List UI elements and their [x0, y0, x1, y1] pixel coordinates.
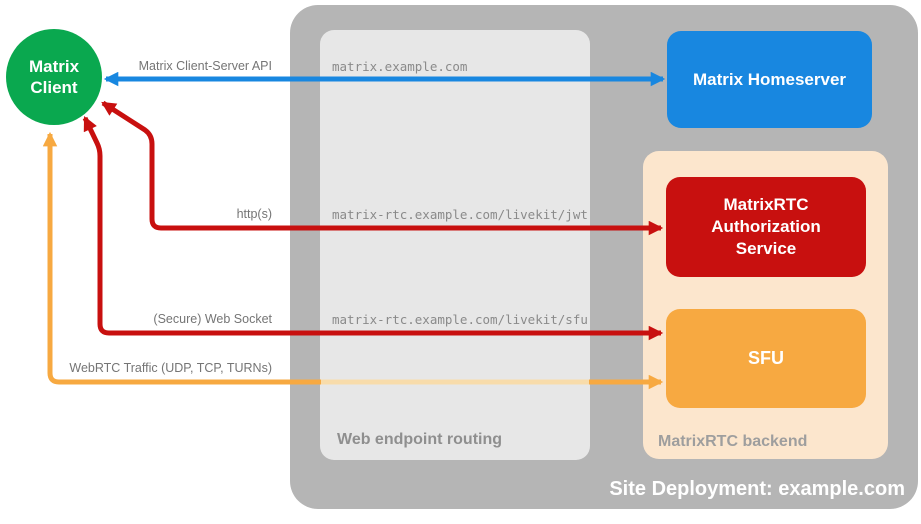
web-endpoint-routing-panel — [320, 30, 590, 460]
site-deployment-title: Site Deployment: example.com — [609, 478, 905, 500]
matrix-homeserver-node: Matrix Homeserver — [667, 31, 872, 128]
matrix-client-label-line1: Matrix — [28, 57, 80, 76]
web-endpoint-routing-label: Web endpoint routing — [337, 431, 503, 448]
matrix-client-node: Matrix Client — [6, 29, 102, 125]
endpoint-livekit-jwt: matrix-rtc.example.com/livekit/jwt — [332, 207, 588, 222]
endpoint-livekit-sfu: matrix-rtc.example.com/livekit/sfu — [332, 312, 588, 327]
matrixrtc-backend-label: MatrixRTC backend — [658, 433, 808, 450]
matrix-client-label-line2: Client — [30, 78, 78, 97]
endpoint-matrix-example-com: matrix.example.com — [332, 59, 468, 74]
secure-websocket-label: (Secure) Web Socket — [153, 312, 272, 326]
sfu-node: SFU — [666, 309, 866, 408]
client-server-api-label: Matrix Client-Server API — [138, 59, 272, 73]
https-label: http(s) — [236, 207, 272, 221]
matrixrtc-auth-service-node: MatrixRTC Authorization Service — [666, 177, 866, 277]
matrixrtc-auth-service-label: MatrixRTC Authorization Service — [711, 195, 821, 258]
matrix-homeserver-label: Matrix Homeserver — [692, 69, 847, 89]
sfu-label: SFU — [748, 348, 784, 368]
webrtc-traffic-label: WebRTC Traffic (UDP, TCP, TURNs) — [69, 361, 272, 375]
